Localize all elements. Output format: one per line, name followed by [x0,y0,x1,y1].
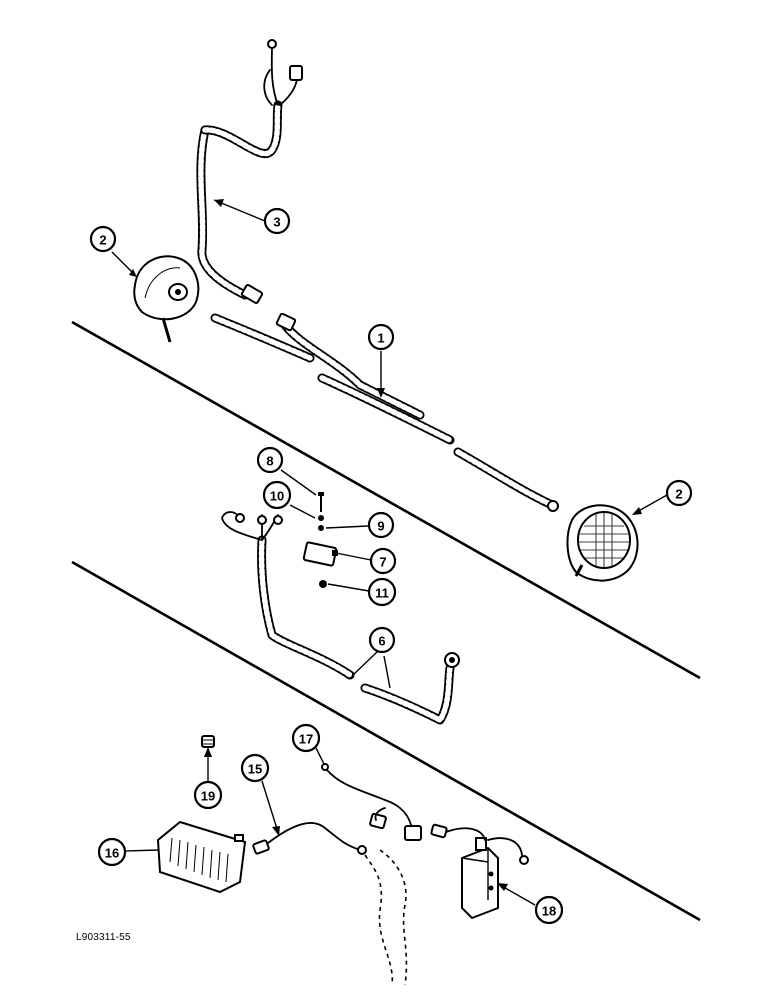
svg-text:16: 16 [105,846,119,861]
harness-6 [221,511,460,725]
separator-line-upper [71,320,701,680]
callout-15: 15 [240,753,270,783]
screw-8 [318,492,324,512]
svg-text:11: 11 [375,586,389,601]
wire-17 [321,763,422,841]
svg-text:7: 7 [379,555,386,570]
figure-code: L903311-55 [76,932,131,943]
callout-6: 6 [368,626,396,654]
callout-11: 11 [367,577,397,607]
svg-text:2: 2 [675,487,682,502]
wire-15 [252,822,408,986]
lockwasher-9 [318,525,324,531]
svg-text:9: 9 [377,519,384,534]
headlamp-left [133,255,200,343]
callout-16: 16 [97,837,127,867]
switch-18 [430,823,529,920]
callout-8: 8 [256,446,284,474]
lens-19 [201,735,215,748]
separator-line-lower [71,560,701,922]
svg-text:18: 18 [542,904,556,919]
callout-18: 18 [534,895,564,925]
callout-9: 9 [367,511,395,539]
harness-1 [210,312,559,512]
headlamp-right [566,504,639,582]
callout-19: 19 [193,780,223,810]
relay-7 [302,541,338,567]
callout-17: 17 [291,723,321,753]
callout-1: 1 [367,323,395,351]
callout-2-right: 2 [665,479,693,507]
callout-7: 7 [369,547,397,575]
harness-3 [196,39,303,304]
washer-10 [318,515,324,521]
svg-text:8: 8 [266,454,273,469]
svg-text:19: 19 [201,789,215,804]
svg-text:1: 1 [377,331,384,346]
leader-lines [111,199,668,906]
svg-text:17: 17 [299,732,313,747]
lamp-16 [156,820,247,894]
nut-11 [319,580,327,588]
callout-2-left: 2 [89,225,117,253]
callout-10: 10 [262,480,292,510]
svg-text:3: 3 [273,215,280,230]
callout-3: 3 [263,207,291,235]
svg-text:2: 2 [99,233,106,248]
svg-text:15: 15 [248,762,262,777]
svg-text:6: 6 [378,634,385,649]
svg-text:10: 10 [270,489,284,504]
